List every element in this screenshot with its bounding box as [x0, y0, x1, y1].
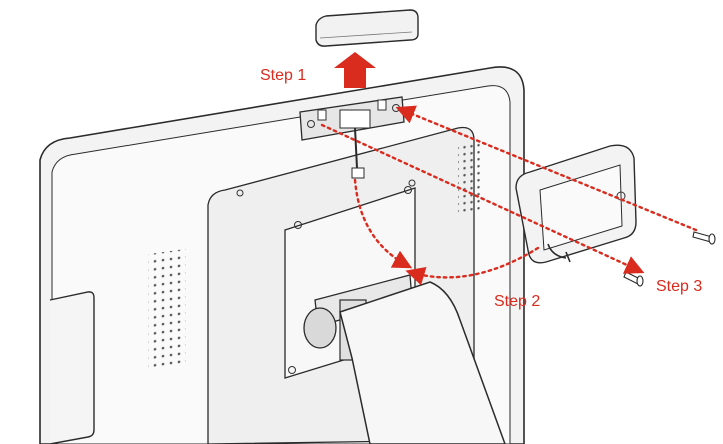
stand — [339, 281, 506, 444]
step-2-label: Step 2 — [494, 293, 541, 310]
accessory-module — [515, 144, 637, 264]
top-connector-slot — [299, 96, 405, 179]
up-arrow-icon — [334, 52, 376, 88]
side-port-cover — [49, 291, 95, 444]
top-cover — [315, 9, 419, 47]
vent-grille-right — [458, 142, 480, 216]
guide-lines — [320, 105, 698, 286]
vent-grille-left — [148, 248, 186, 370]
step-1-label: Step 1 — [260, 67, 307, 84]
step-3-label: Step 3 — [656, 278, 703, 295]
screw-icon — [692, 231, 716, 245]
screw-icon — [623, 271, 644, 287]
